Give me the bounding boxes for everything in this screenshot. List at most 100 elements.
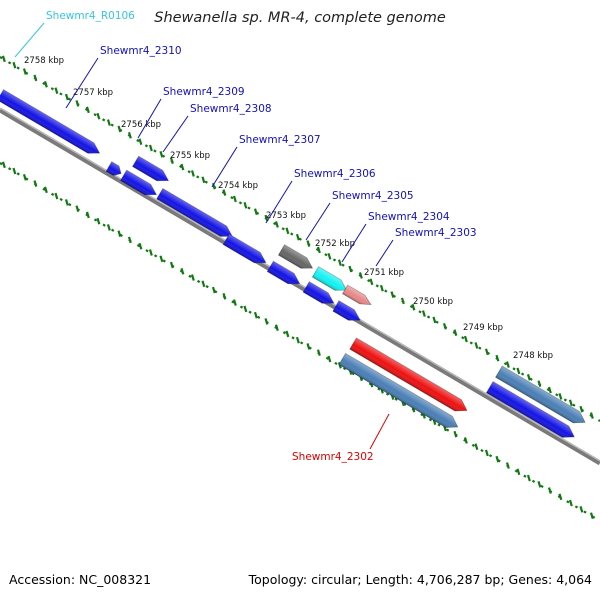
ruler-tick xyxy=(169,261,174,269)
gene-label[interactable]: Shewmr4_2309 xyxy=(163,86,245,98)
ruler-tick xyxy=(295,233,300,241)
ruler-tick xyxy=(274,221,279,228)
ruler-tick xyxy=(117,230,122,238)
ruler-tick xyxy=(453,430,458,438)
gene-arrow[interactable] xyxy=(277,244,315,274)
ruler-tick xyxy=(327,355,332,363)
gene-arrow[interactable] xyxy=(222,233,269,268)
leader-line xyxy=(211,146,238,188)
gene-arrow[interactable] xyxy=(120,169,160,200)
gene-label[interactable]: Shewmr4_2310 xyxy=(100,45,182,57)
leader-line xyxy=(341,223,367,263)
ruler-tick xyxy=(222,189,227,196)
gene-arrow[interactable] xyxy=(338,352,461,432)
ruler-tick xyxy=(232,195,237,203)
ruler-tick xyxy=(264,214,269,222)
ruler-tick xyxy=(43,80,48,88)
ruler-tick xyxy=(1,55,6,63)
ruler-tick xyxy=(127,131,132,139)
gene-label[interactable]: Shewmr4_2308 xyxy=(190,103,272,115)
gene-label[interactable]: Shewmr4_2306 xyxy=(294,168,376,180)
ruler-tick xyxy=(12,61,17,69)
ruler-tick xyxy=(169,157,174,165)
gene-arrow[interactable] xyxy=(495,365,589,428)
ruler-tick xyxy=(589,512,594,519)
ruler-tick xyxy=(285,227,290,235)
tick-label: 2752 kbp xyxy=(315,239,355,249)
ruler-tick xyxy=(400,297,405,305)
gene-arrow[interactable] xyxy=(341,284,374,309)
ruler-tick xyxy=(64,93,69,101)
ruler-tick xyxy=(96,217,101,225)
tick-label: 2757 kbp xyxy=(73,88,113,98)
outer-tick-marks xyxy=(1,55,594,419)
gene-arrow[interactable] xyxy=(349,337,470,416)
ruler-tick xyxy=(127,236,132,244)
gene-arrow[interactable] xyxy=(105,161,124,179)
gene-label[interactable]: Shewmr4_R0106 xyxy=(46,10,135,22)
ruler-tick xyxy=(64,199,69,206)
ruler-tick xyxy=(211,286,216,294)
ruler-tick xyxy=(442,323,447,330)
leader-line xyxy=(375,239,394,267)
gene-arrow-shade xyxy=(223,234,266,263)
ruler-tick xyxy=(568,499,573,507)
ruler-tick xyxy=(85,106,90,114)
gene-label[interactable]: Shewmr4_2305 xyxy=(332,190,414,202)
tick-label: 2751 kbp xyxy=(364,268,404,278)
genome-backbone-highlight xyxy=(0,107,600,462)
gene-arrow[interactable] xyxy=(156,187,235,242)
ruler-tick xyxy=(369,278,374,286)
ruler-tick xyxy=(75,100,80,107)
gene-arrow[interactable] xyxy=(311,266,349,296)
gene-arrow-shade xyxy=(495,366,586,423)
outer-ruler-line xyxy=(0,56,600,422)
ruler-tick xyxy=(463,335,468,343)
gene-arrow-shade xyxy=(132,156,169,181)
ruler-tick xyxy=(505,361,510,368)
gene-arrow-shade xyxy=(106,161,122,176)
ruler-tick xyxy=(190,274,195,281)
ruler-tick xyxy=(222,293,227,300)
gene-arrow-shade xyxy=(303,281,334,304)
gene-arrow[interactable] xyxy=(485,381,577,443)
ruler-tick xyxy=(337,259,342,266)
gene-label[interactable]: Shewmr4_2302 xyxy=(292,451,374,463)
gene-label[interactable]: Shewmr4_2303 xyxy=(395,227,477,239)
ruler-tick xyxy=(306,343,311,350)
gene-arrow-shade xyxy=(332,300,361,321)
ruler-tick xyxy=(33,74,38,82)
ruler-tick xyxy=(54,87,59,94)
gene-arrow[interactable] xyxy=(332,300,363,326)
topology-text: Topology: circular; Length: 4,706,287 bp… xyxy=(248,572,592,587)
ruler-tick xyxy=(1,161,6,169)
ruler-tick xyxy=(432,316,437,324)
ruler-tick xyxy=(337,361,342,369)
ruler-tick xyxy=(316,349,321,357)
ruler-tick xyxy=(148,144,153,152)
ruler-tick xyxy=(568,399,573,407)
ruler-tick xyxy=(75,205,80,212)
ruler-tick xyxy=(180,267,185,275)
ruler-tick xyxy=(243,202,248,209)
gene-arrow-shade xyxy=(156,188,233,237)
leader-line xyxy=(65,57,99,109)
ruler-tick xyxy=(474,443,479,451)
gene-arrow[interactable] xyxy=(0,89,103,159)
gene-label[interactable]: Shewmr4_2304 xyxy=(368,211,450,223)
gene-labels: Shewmr4_R0106Shewmr4_2310Shewmr4_2309She… xyxy=(46,10,477,463)
ruler-tick xyxy=(558,493,563,501)
ruler-tick xyxy=(474,342,479,349)
gene-arrow[interactable] xyxy=(132,155,172,186)
genome-backbone xyxy=(0,107,600,466)
gene-arrow-shade xyxy=(349,337,467,411)
leader-line xyxy=(14,22,45,58)
ruler-tick xyxy=(54,192,59,200)
tick-label: 2756 kbp xyxy=(121,120,161,130)
label-leader-lines xyxy=(14,22,394,450)
ruler-tick xyxy=(22,68,27,75)
gene-arrow[interactable] xyxy=(302,281,337,309)
gene-arrow[interactable] xyxy=(266,260,302,289)
ruler-tick xyxy=(117,125,122,133)
gene-label[interactable]: Shewmr4_2307 xyxy=(239,134,321,146)
